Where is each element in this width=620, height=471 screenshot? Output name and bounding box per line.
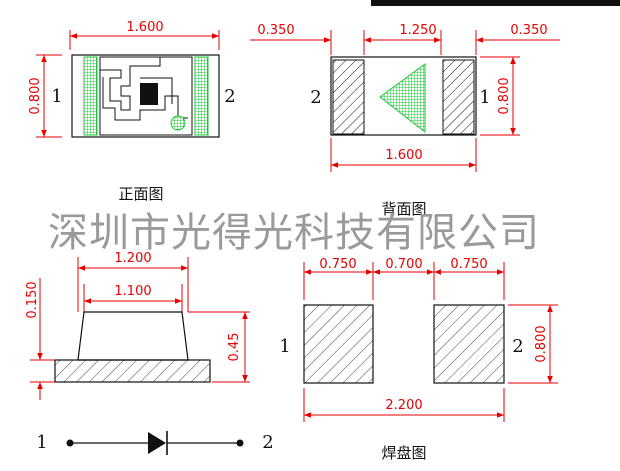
front-pin-right: 2 — [224, 86, 235, 107]
front-view: 1.600 0.800 1 2 正面图 — [28, 20, 236, 203]
side-total-height-dim: 0.45 — [227, 333, 242, 362]
back-left-pad-dim: 0.350 — [257, 23, 294, 38]
back-view: 0.350 1.250 0.350 0.800 1.600 2 1 背面图 — [250, 23, 560, 218]
company-watermark: 深圳市光得光科技有限公司 — [48, 210, 540, 256]
side-view: 1.200 1.100 0.150 0.45 — [25, 251, 250, 400]
pad-left — [303, 304, 374, 384]
back-right-pad-dim: 0.350 — [510, 23, 547, 38]
pad-width-right-dim: 0.750 — [450, 257, 487, 272]
front-pin-left: 1 — [51, 86, 62, 107]
pad-total-width-dim: 2.200 — [385, 398, 422, 413]
diode-triangle — [148, 432, 166, 454]
pad-width-dim: 0.750 — [319, 257, 356, 272]
back-width-dim: 1.600 — [385, 148, 422, 163]
pad-gap-dim: 0.700 — [385, 257, 422, 272]
pad-pin-right: 2 — [512, 336, 523, 357]
side-base — [54, 359, 211, 383]
diode-pin-left: 1 — [36, 432, 47, 453]
front-left-pad — [83, 56, 98, 136]
side-lens — [77, 311, 189, 361]
top-edge-bar — [371, 0, 620, 6]
pad-layout-caption: 焊盘图 — [381, 444, 426, 462]
front-width-dim: 1.600 — [126, 20, 163, 35]
side-base-height-dim: 0.150 — [25, 281, 40, 318]
front-polarity-dot — [170, 115, 186, 131]
back-pin-right: 1 — [479, 87, 490, 108]
back-height-dim: 0.800 — [497, 77, 512, 114]
front-right-pad — [194, 56, 209, 136]
back-middle-dim: 1.250 — [399, 23, 436, 38]
back-view-caption: 背面图 — [381, 200, 426, 218]
front-view-caption: 正面图 — [118, 185, 163, 203]
diode-cathode-dot — [236, 439, 244, 447]
pad-layout: 0.750 0.700 0.750 1 2 0.800 2.200 焊盘图 — [279, 257, 558, 462]
side-lens-base-dim: 1.100 — [114, 284, 151, 299]
back-left-pad — [332, 59, 365, 135]
diode-symbol: 1 2 — [36, 431, 274, 455]
back-right-pad — [442, 59, 475, 135]
pad-pin-left: 1 — [279, 336, 290, 357]
pad-right — [433, 304, 505, 384]
front-chip — [140, 83, 158, 105]
front-height-dim: 0.800 — [28, 77, 43, 114]
back-polarity-triangle — [379, 63, 426, 134]
back-pin-left: 2 — [310, 87, 321, 108]
diode-pin-right: 2 — [262, 432, 273, 453]
pad-height-dim: 0.800 — [534, 325, 549, 362]
side-lens-top-dim: 1.200 — [114, 251, 151, 266]
